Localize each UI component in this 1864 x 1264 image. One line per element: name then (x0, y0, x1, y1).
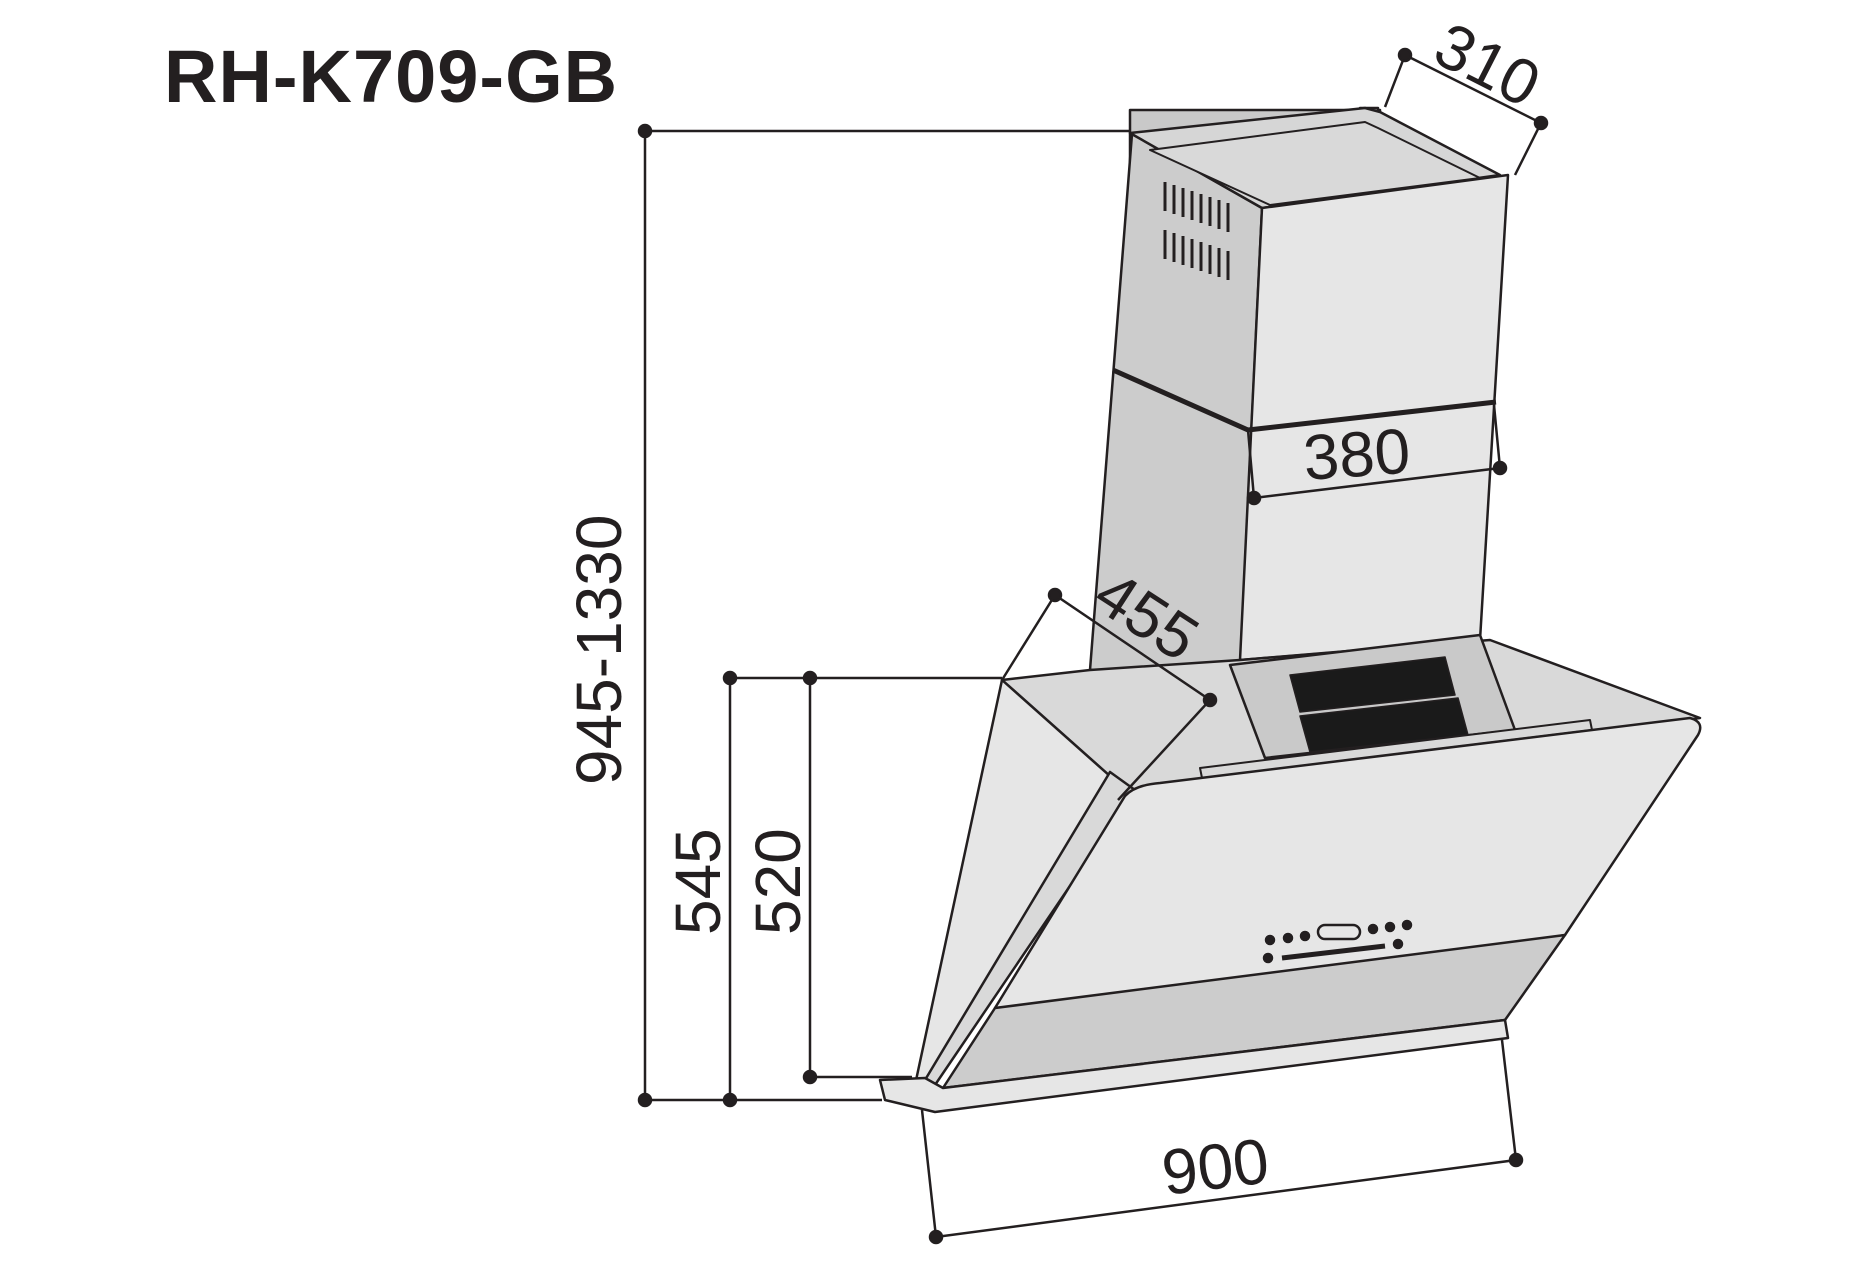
dim-dot (1508, 1152, 1524, 1168)
control-button-icon (1299, 930, 1311, 942)
control-button-icon (1401, 919, 1413, 931)
control-display-icon (1316, 923, 1362, 941)
dim-dot (1492, 460, 1508, 476)
dim-dot (637, 1092, 653, 1108)
dim-label-total-height: 945-1330 (563, 515, 635, 785)
dim-label-chimney-depth: 310 (1424, 8, 1552, 121)
dim-label-chimney-width: 380 (1301, 415, 1413, 494)
dim-dot (928, 1229, 944, 1245)
dim-dot (1047, 587, 1063, 603)
dim-line-380 (1246, 404, 1502, 500)
dim-label-hood-width: 900 (1158, 1124, 1273, 1208)
dim-dot (1397, 47, 1413, 63)
chimney-top-opening (1149, 121, 1481, 206)
dim-line-455 (1000, 593, 1212, 801)
control-button-icon (1282, 932, 1294, 944)
dim-line-total-height (643, 129, 1130, 1102)
dim-dot (722, 670, 738, 686)
control-bar-icon (1281, 943, 1386, 961)
dim-label-hood-height-outer: 545 (662, 828, 734, 935)
hood-bottom-lip (878, 1018, 1510, 1114)
dim-dot (722, 1092, 738, 1108)
chimney (1088, 106, 1510, 672)
dim-dot (637, 123, 653, 139)
dim-dot (802, 1069, 818, 1085)
vent-slots-icon (1163, 182, 1230, 280)
dim-dot (802, 670, 818, 686)
control-button-icon (1392, 938, 1404, 950)
hood-body (878, 633, 1702, 1114)
control-panel (1262, 919, 1413, 964)
dim-dot (1202, 692, 1218, 708)
dim-line-900 (920, 1039, 1518, 1239)
control-button-icon (1367, 923, 1379, 935)
vent-opening-upper-icon (1289, 656, 1456, 713)
dim-dot (1246, 490, 1262, 506)
control-button-icon (1264, 934, 1276, 946)
dim-label-hood-height-inner: 520 (742, 828, 814, 935)
control-button-icon (1262, 952, 1274, 964)
dim-dot (1533, 115, 1549, 131)
dimension-lines (637, 47, 1549, 1245)
model-title: RH-K709-GB (164, 35, 619, 118)
control-button-icon (1384, 921, 1396, 933)
dim-line-520 (808, 678, 912, 1079)
dim-line-310 (1383, 53, 1543, 176)
